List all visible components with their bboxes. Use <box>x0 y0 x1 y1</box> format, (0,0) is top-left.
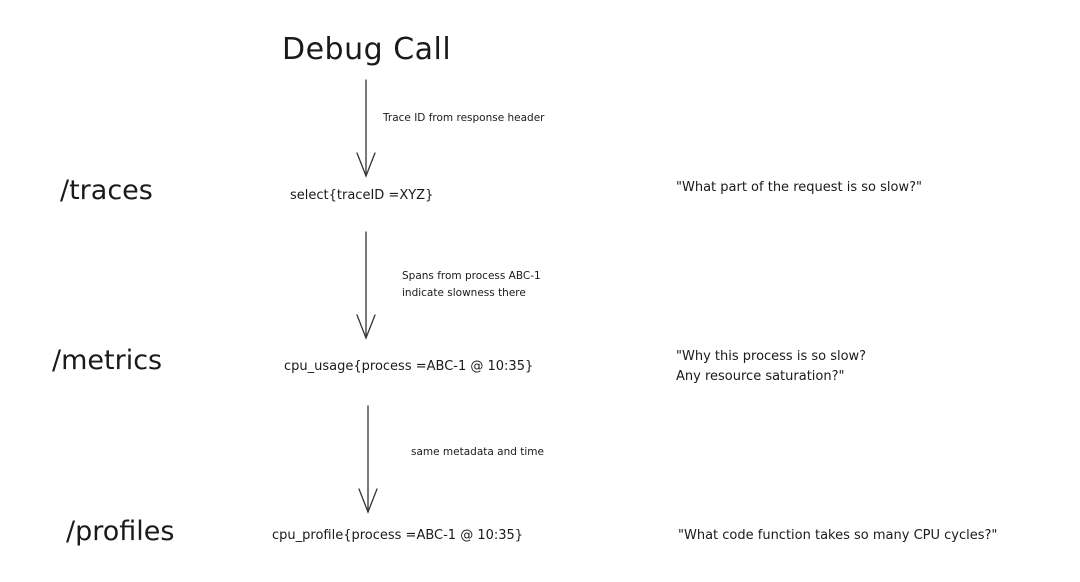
arrow-traces-to-metrics <box>356 231 376 340</box>
query-profiles: cpu_profile{process =ABC-1 @ 10:35} <box>272 528 524 543</box>
diagram-title: Debug Call <box>282 32 452 67</box>
signal-metrics: /metrics <box>52 345 163 376</box>
query-traces: select{traceID =XYZ} <box>290 188 434 203</box>
arrow-label-trace-id: Trace ID from response header <box>383 112 545 124</box>
question-traces: "What part of the request is so slow?" <box>676 180 922 195</box>
question-metrics: "Why this process is so slow? Any resour… <box>676 349 867 384</box>
arrow-title-to-traces <box>356 79 376 178</box>
arrow-label-metadata: same metadata and time <box>411 446 544 458</box>
query-metrics: cpu_usage{process =ABC-1 @ 10:35} <box>284 359 534 374</box>
signal-profiles: /profiles <box>66 516 175 547</box>
arrow-label-spans: Spans from process ABC-1 indicate slowne… <box>402 270 541 299</box>
question-profiles: "What code function takes so many CPU cy… <box>678 528 998 543</box>
signal-traces: /traces <box>60 175 153 206</box>
arrow-metrics-to-profiles <box>358 405 378 514</box>
